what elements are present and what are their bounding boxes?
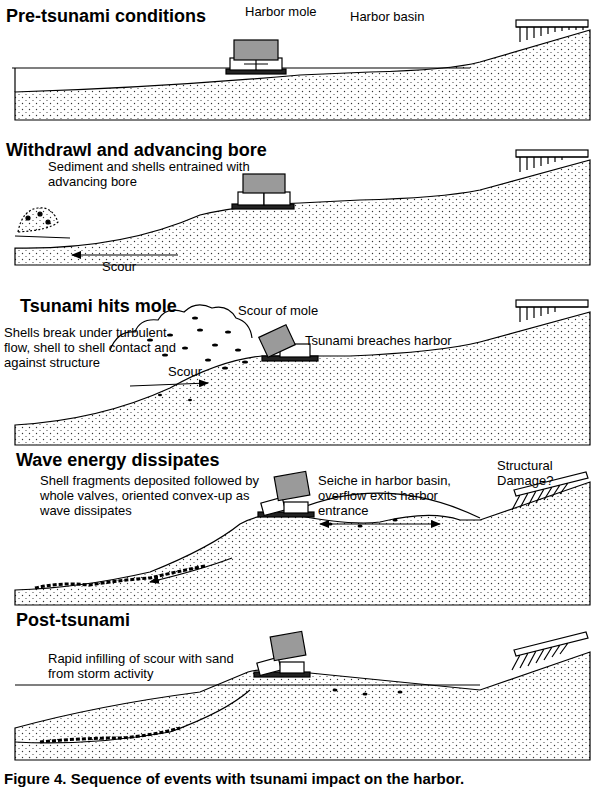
- annotation-label: Seiche in harbor basin, overflow exits h…: [318, 474, 478, 519]
- annotation-label: Structural Damage?: [497, 459, 587, 489]
- deposited-shells: [328, 519, 398, 528]
- panel-heading: Pre-tsunami conditions: [6, 6, 266, 27]
- annotation-label: Scour of mole: [238, 304, 358, 319]
- mole-block: [284, 502, 308, 513]
- panel-heading: Wave energy dissipates: [16, 450, 276, 471]
- entrained-shell: [38, 212, 42, 216]
- panel-energy-dissipates: [15, 471, 590, 605]
- panel-tsunami-hits: [15, 300, 590, 445]
- water-surface: [15, 236, 70, 238]
- mole-caisson: [270, 631, 306, 660]
- scour-arrow: [72, 254, 178, 255]
- sediment-body: [15, 160, 590, 265]
- mole-caisson: [234, 40, 278, 60]
- panel-heading: Post-tsunami: [16, 610, 216, 631]
- figure-caption: Figure 4. Sequence of events with tsunam…: [4, 770, 584, 787]
- part-label: Harbor basin: [350, 10, 470, 25]
- panel-withdrawal: [15, 150, 590, 265]
- mole-block: [264, 192, 290, 205]
- building-columns: [516, 157, 588, 172]
- annotation-label: Scour: [102, 260, 162, 275]
- seiche-arrow: [320, 523, 440, 524]
- shell-layer: [35, 566, 205, 588]
- return-flow-arrow: [150, 558, 232, 582]
- shore-building: [516, 300, 588, 307]
- panel-pre-tsunami: [12, 20, 590, 120]
- panel-post-tsunami: [15, 631, 590, 760]
- damaged-building: [512, 632, 588, 670]
- building-columns: [516, 307, 588, 322]
- buried-shells: [333, 689, 403, 696]
- mole-caisson: [274, 471, 310, 500]
- entrained-shell: [26, 216, 30, 220]
- mole-detail: [244, 60, 268, 70]
- water-surface: [15, 684, 480, 685]
- annotation-label: Shell fragments deposited followed by wh…: [40, 474, 270, 519]
- part-label: Harbor mole: [245, 5, 355, 20]
- buried-shell-layer: [40, 728, 180, 742]
- annotation-label: Sediment and shells entrained with advan…: [48, 160, 268, 190]
- mole-caisson: [243, 174, 285, 193]
- mole-block: [280, 662, 304, 673]
- basin-edge: [14, 68, 15, 92]
- sediment-body: [15, 652, 590, 760]
- building-columns: [516, 27, 588, 42]
- entrained-shell: [46, 220, 50, 224]
- mole-caisson: [259, 325, 295, 358]
- annotation-label: Shells break under turbulent flow, shell…: [4, 326, 186, 371]
- buried-scour-surface: [15, 690, 250, 743]
- annotation-label: Scour: [168, 365, 228, 380]
- shore-building: [516, 150, 588, 157]
- sediment-body: [15, 30, 590, 120]
- panel-heading: Tsunami hits mole: [20, 296, 260, 317]
- scour-arrow: [130, 383, 208, 386]
- shore-building: [516, 20, 588, 27]
- panel-heading: Withdrawl and advancing bore: [6, 140, 336, 161]
- advancing-bore: [18, 208, 58, 232]
- mole-block: [238, 192, 264, 205]
- annotation-label: Rapid infilling of scour with sand from …: [48, 652, 248, 682]
- annotation-label: Tsunami breaches harbor: [305, 334, 485, 349]
